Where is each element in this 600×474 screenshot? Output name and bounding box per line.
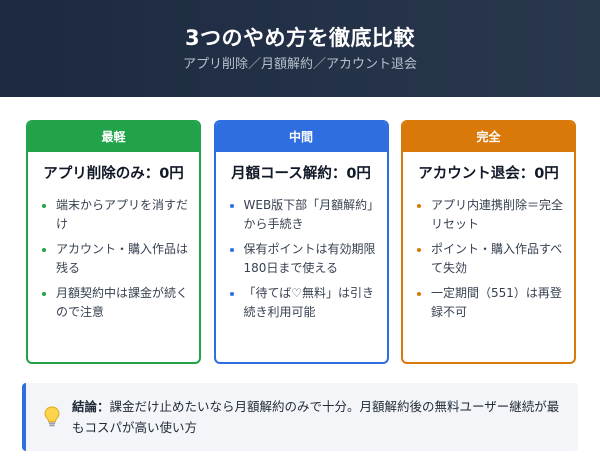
card-list: 端末からアプリを消すだけ アカウント・購入作品は残る 月額契約中は課金が続くので… bbox=[42, 196, 189, 322]
bullet-icon bbox=[229, 248, 234, 252]
card-tag: 完全 bbox=[403, 122, 574, 152]
bullet-icon bbox=[42, 204, 46, 208]
list-item-text: アプリ内連携削除＝完全リセット bbox=[431, 198, 564, 231]
card-tag: 中間 bbox=[215, 122, 387, 152]
lightbulb-icon bbox=[44, 406, 60, 427]
comparison-cards: 最軽 アプリ削除のみ：0円 端末からアプリを消すだけ アカウント・購入作品は残る… bbox=[26, 120, 576, 364]
list-item: 月額契約中は課金が続くので注意 bbox=[42, 284, 189, 322]
card-title: アカウント退会：0円 bbox=[418, 166, 559, 182]
list-item: ポイント・購入作品すべて失効 bbox=[417, 240, 564, 278]
list-item: アカウント・購入作品は残る bbox=[42, 240, 189, 278]
page-subtitle: アプリ削除／月額解約／アカウント退会 bbox=[182, 57, 417, 72]
list-item: 保有ポイントは有効期限180日まで使える bbox=[229, 240, 377, 278]
list-item-text: WEB版下部「月額解約」から手続き bbox=[243, 198, 374, 231]
bullet-icon bbox=[229, 204, 234, 208]
page-title: 3つのやめ方を徹底比較 bbox=[184, 26, 416, 50]
list-item-text: 「待てば♡無料」は引き続き利用可能 bbox=[243, 286, 375, 319]
conclusion-label: 結論： bbox=[72, 399, 110, 414]
list-item: 端末からアプリを消すだけ bbox=[42, 196, 189, 234]
conclusion-box: 結論：課金だけ止めたいなら月額解約のみで十分。月額解約後の無料ユーザー継続が最も… bbox=[22, 383, 578, 451]
bullet-icon bbox=[42, 292, 46, 296]
list-item: アプリ内連携削除＝完全リセット bbox=[417, 196, 564, 234]
list-item-text: 一定期間（551）は再登録不可 bbox=[431, 286, 562, 319]
card-list: アプリ内連携削除＝完全リセット ポイント・購入作品すべて失効 一定期間（551）… bbox=[417, 196, 564, 322]
card-account-withdraw: 完全 アカウント退会：0円 アプリ内連携削除＝完全リセット ポイント・購入作品す… bbox=[401, 120, 576, 364]
card-tag: 最軽 bbox=[28, 122, 199, 152]
list-item-text: 保有ポイントは有効期限180日まで使える bbox=[243, 242, 376, 275]
list-item-text: 月額契約中は課金が続くので注意 bbox=[56, 286, 189, 319]
card-title: アプリ削除のみ：0円 bbox=[43, 166, 184, 182]
bullet-icon bbox=[42, 248, 46, 252]
list-item: 「待てば♡無料」は引き続き利用可能 bbox=[229, 284, 377, 322]
list-item-text: アカウント・購入作品は残る bbox=[56, 242, 189, 275]
list-item: WEB版下部「月額解約」から手続き bbox=[229, 196, 377, 234]
list-item-text: ポイント・購入作品すべて失効 bbox=[431, 242, 563, 275]
header-banner: 3つのやめ方を徹底比較 アプリ削除／月額解約／アカウント退会 bbox=[0, 0, 600, 97]
bullet-icon bbox=[417, 248, 421, 252]
list-item-text: 端末からアプリを消すだけ bbox=[56, 198, 189, 231]
card-app-delete: 最軽 アプリ削除のみ：0円 端末からアプリを消すだけ アカウント・購入作品は残る… bbox=[26, 120, 201, 364]
bullet-icon bbox=[417, 292, 421, 296]
bullet-icon bbox=[229, 292, 234, 296]
card-title: 月額コース解約：0円 bbox=[231, 166, 371, 182]
conclusion-body: 課金だけ止めたいなら月額解約のみで十分。月額解約後の無料ユーザー継続が最もコスパ… bbox=[72, 399, 560, 435]
bullet-icon bbox=[417, 204, 421, 208]
card-list: WEB版下部「月額解約」から手続き 保有ポイントは有効期限180日まで使える 「… bbox=[229, 196, 377, 322]
conclusion-text: 結論：課金だけ止めたいなら月額解約のみで十分。月額解約後の無料ユーザー継続が最も… bbox=[72, 396, 564, 438]
list-item: 一定期間（551）は再登録不可 bbox=[417, 284, 564, 322]
card-monthly-cancel: 中間 月額コース解約：0円 WEB版下部「月額解約」から手続き 保有ポイントは有… bbox=[213, 120, 389, 364]
